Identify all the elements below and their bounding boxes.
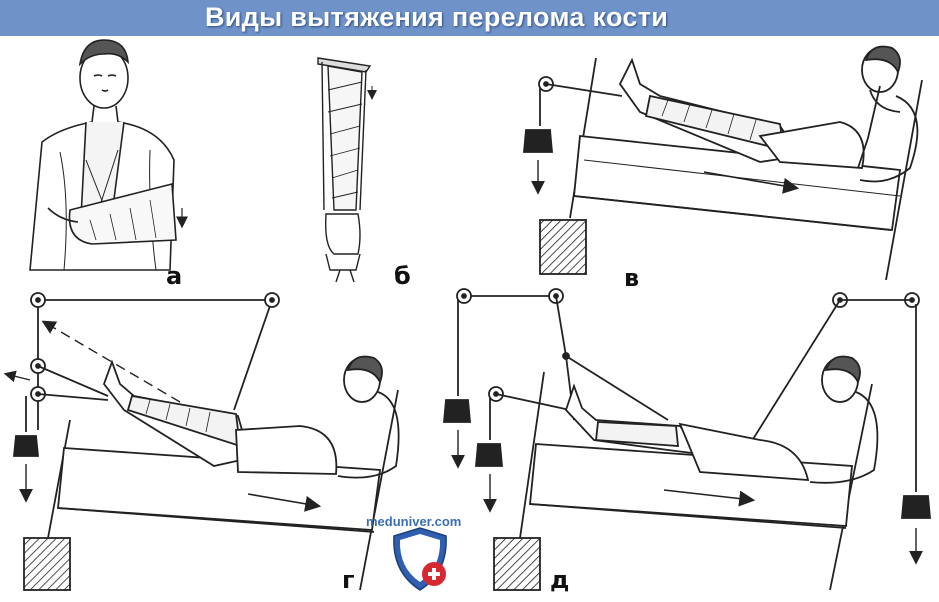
panel-b-plaster-splint: [317, 57, 377, 283]
panel-a-sling-figure: [29, 39, 188, 271]
traction-diagram: [3, 39, 931, 591]
panel-v-bed-traction: [523, 45, 923, 281]
panel-d-double-traction: [443, 288, 931, 591]
page-title: Виды вытяжения перелома кости: [205, 2, 669, 32]
panel-label-g: г: [342, 566, 355, 594]
title-bar: Виды вытяжения перелома кости: [0, 0, 939, 36]
panel-label-a: а: [166, 262, 183, 290]
panel-label-b: б: [394, 262, 411, 290]
panel-g-frame-traction: [3, 292, 400, 591]
panel-label-v: в: [624, 264, 640, 292]
meduniver-shield-icon: [393, 527, 447, 591]
panel-label-d: д: [550, 566, 570, 594]
watermark-text: meduniver.com: [366, 514, 462, 529]
